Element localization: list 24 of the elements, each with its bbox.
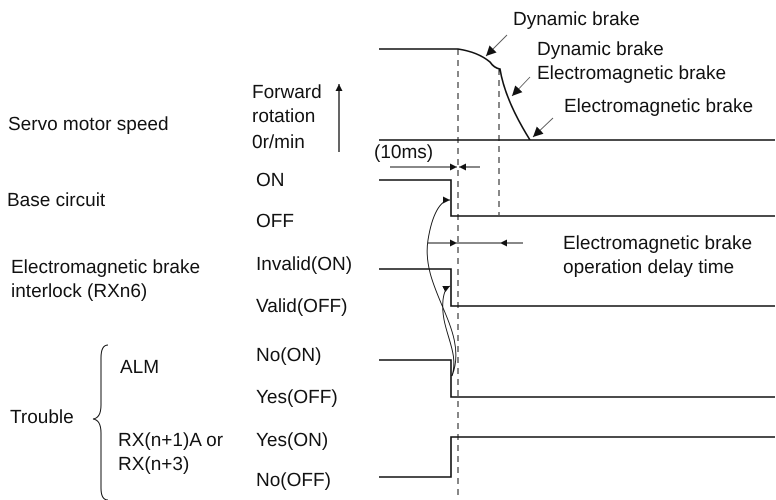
state-label: Valid(OFF) — [256, 295, 348, 319]
signal-name: Base circuit — [7, 189, 106, 213]
leader-line — [486, 34, 508, 56]
group-label: Trouble — [10, 406, 75, 430]
axis-label: 0r/min — [252, 131, 306, 155]
state-label: ON — [256, 169, 286, 193]
state-label: Yes(ON) — [256, 429, 330, 453]
signal-name: RX(n+1)A or RX(n+3) — [118, 429, 224, 477]
signal-name: Electromagnetic brake interlock (RXn6) — [11, 256, 202, 304]
signal-name: Servo motor speed — [8, 113, 170, 137]
callout-label: Dynamic brake — [513, 8, 673, 32]
dimension-label: (10ms) — [374, 141, 434, 165]
dimension-label: Electromagnetic brake operation delay time — [563, 232, 754, 280]
callout-label: Dynamic brake Electromagnetic brake — [537, 38, 752, 86]
signal-name: ALM — [120, 356, 160, 380]
state-label: OFF — [256, 210, 295, 234]
axis-label: Forward rotation — [252, 81, 323, 129]
callout-label: Electromagnetic brake — [564, 95, 776, 119]
state-label: No(OFF) — [256, 469, 332, 493]
leader-line — [532, 118, 554, 138]
state-label: Yes(OFF) — [256, 386, 339, 410]
state-label: Invalid(ON) — [256, 253, 354, 277]
state-label: No(ON) — [256, 344, 322, 368]
leader-line — [512, 76, 530, 96]
